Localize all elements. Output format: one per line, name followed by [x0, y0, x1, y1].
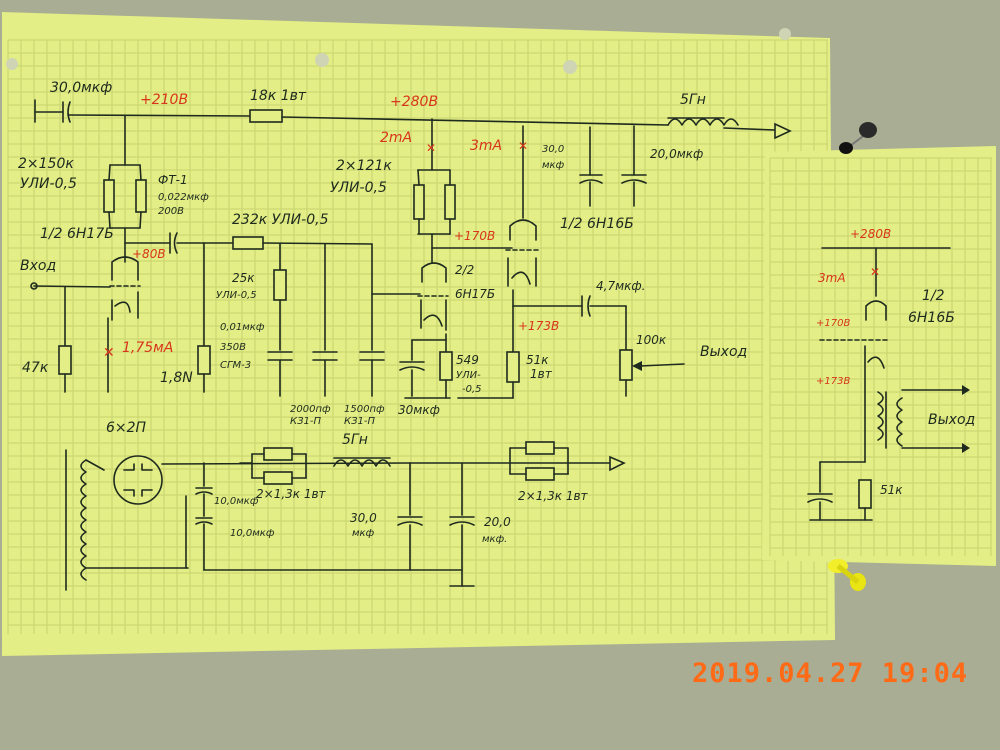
label-cap001: 0,01мкф	[220, 322, 265, 333]
label-mkf30: мкф	[352, 528, 375, 539]
svg-text:✕: ✕	[870, 265, 880, 279]
label-uli2: УЛИ-0,5	[216, 290, 257, 301]
label-v280: +280В	[390, 94, 438, 110]
label-r232k: 232к УЛИ-0,5	[232, 212, 329, 228]
label-k31a: КЗ1-П	[290, 416, 321, 427]
amplifier-labels: 30,0мкф +210В 18к 1вт +280В 5Гн 20,0мкф …	[18, 80, 747, 427]
label-v200: 200В	[158, 206, 184, 217]
label-cap30b: 30,0	[542, 144, 564, 155]
label-cap30mkf: 30мкф	[398, 403, 440, 417]
label-cap2000: 2000пф	[290, 404, 331, 415]
label-sgm: СГМ-3	[220, 360, 251, 371]
pin-yellow-icon	[828, 559, 866, 591]
grid-main	[7, 39, 828, 634]
side-label-vyhod: Выход	[928, 412, 975, 428]
label-cap10a: 10,0мкф	[214, 496, 259, 507]
side-label-half: 1/2	[922, 288, 945, 304]
label-uli4: УЛИ-	[456, 370, 481, 381]
label-uli4b: -0,5	[462, 384, 482, 395]
label-vhod: Вход	[20, 258, 56, 274]
label-r25k: 25к	[232, 271, 255, 285]
grid-side	[769, 157, 992, 556]
transformer-secondary	[80, 459, 87, 581]
label-cap-in: 30,0мкф	[50, 80, 112, 96]
label-v173: +173В	[518, 319, 559, 333]
side-label-ma3: 3mA	[818, 271, 846, 285]
label-r100k: 100к	[636, 333, 667, 347]
label-6x2p: 6×2П	[106, 420, 147, 436]
svg-text:✕: ✕	[518, 139, 528, 153]
label-cap47: 4,7мкф.	[596, 279, 645, 293]
svg-text:✕: ✕	[103, 345, 115, 361]
label-r2x121: 2×121к	[336, 158, 392, 174]
side-note-labels: +280В 3mA 1/2 6Н16Б +170В +173В Выход 51…	[816, 227, 975, 497]
label-r2x13b: 2×1,3к 1вт	[518, 489, 589, 503]
rectifier-tube	[113, 455, 163, 505]
label-mkf20: мкф.	[482, 534, 507, 545]
side-label-v170: +170В	[816, 318, 850, 329]
svg-text:✕: ✕	[426, 141, 436, 155]
choke-5h	[667, 118, 739, 126]
label-half6n17: 1/2 6Н17Б	[40, 226, 114, 242]
label-w1: 1вт	[530, 367, 553, 381]
label-cap20: 20,0мкф	[650, 147, 703, 161]
side-label-v280: +280В	[850, 227, 891, 241]
side-note-schematic: ✕	[807, 247, 970, 521]
label-cap10b: 10,0мкф	[230, 528, 275, 539]
label-k31b: КЗ1-П	[344, 416, 375, 427]
resistor-18k	[249, 109, 283, 123]
label-uli3: УЛИ-0,5	[330, 180, 387, 196]
label-mkf1: мкф	[542, 160, 565, 171]
label-half6n16: 1/2 6Н16Б	[560, 216, 634, 232]
label-t22: 2/2	[455, 263, 474, 277]
potentiometer-100k	[619, 349, 633, 381]
label-v350: 350В	[220, 342, 246, 353]
label-ma175: 1,75мА	[122, 340, 173, 356]
label-t6n17: 6Н17Б	[455, 287, 495, 301]
label-v170: +170В	[454, 229, 495, 243]
label-choke: 5Гн	[680, 92, 706, 108]
pin-black-icon	[839, 122, 877, 154]
camera-timestamp: 2019.04.27 19:04	[692, 658, 968, 689]
label-r2x150: 2×150к	[18, 156, 74, 172]
side-label-v173: +173В	[816, 376, 850, 387]
label-r47k: 47к	[22, 360, 49, 376]
label-v80: +80В	[132, 247, 166, 261]
power-supply-schematic	[65, 441, 626, 591]
label-r51k: 51к	[526, 353, 549, 367]
main-sheet	[2, 12, 835, 656]
side-label-tube: 6Н16Б	[908, 310, 955, 326]
label-cap0022: 0,022мкф	[158, 192, 209, 203]
label-ma2: 2mA	[380, 130, 412, 146]
label-cap1500: 1500пф	[344, 404, 385, 415]
label-r18k: 18к 1вт	[250, 88, 307, 104]
label-psu-choke: 5Гн	[342, 432, 368, 448]
label-uli1: УЛИ-0,5	[20, 176, 77, 192]
side-sheet	[762, 146, 996, 566]
label-ft1: ФТ-1	[158, 173, 188, 187]
label-v210: +210В	[140, 92, 188, 108]
label-cap30: 30,0	[350, 511, 377, 525]
power-supply-labels: 6×2П 10,0мкф 10,0мкф 2×1,3к 1вт 5Гн 30,0…	[106, 420, 589, 545]
amplifier-schematic: ✕ ✕ ✕	[30, 99, 792, 399]
tube2-envelope	[421, 262, 447, 283]
label-r18: 1,8N	[160, 370, 193, 386]
label-ma3: 3mA	[470, 138, 502, 154]
label-cap20: 20,0	[484, 515, 511, 529]
tube1-envelope	[111, 256, 139, 281]
label-vyhod: Выход	[700, 344, 747, 360]
tube3-envelope	[509, 219, 537, 241]
side-label-r51k: 51к	[880, 483, 903, 497]
label-r2x13a: 2×1,3к 1вт	[256, 487, 327, 501]
label-r549: 549	[456, 353, 479, 367]
